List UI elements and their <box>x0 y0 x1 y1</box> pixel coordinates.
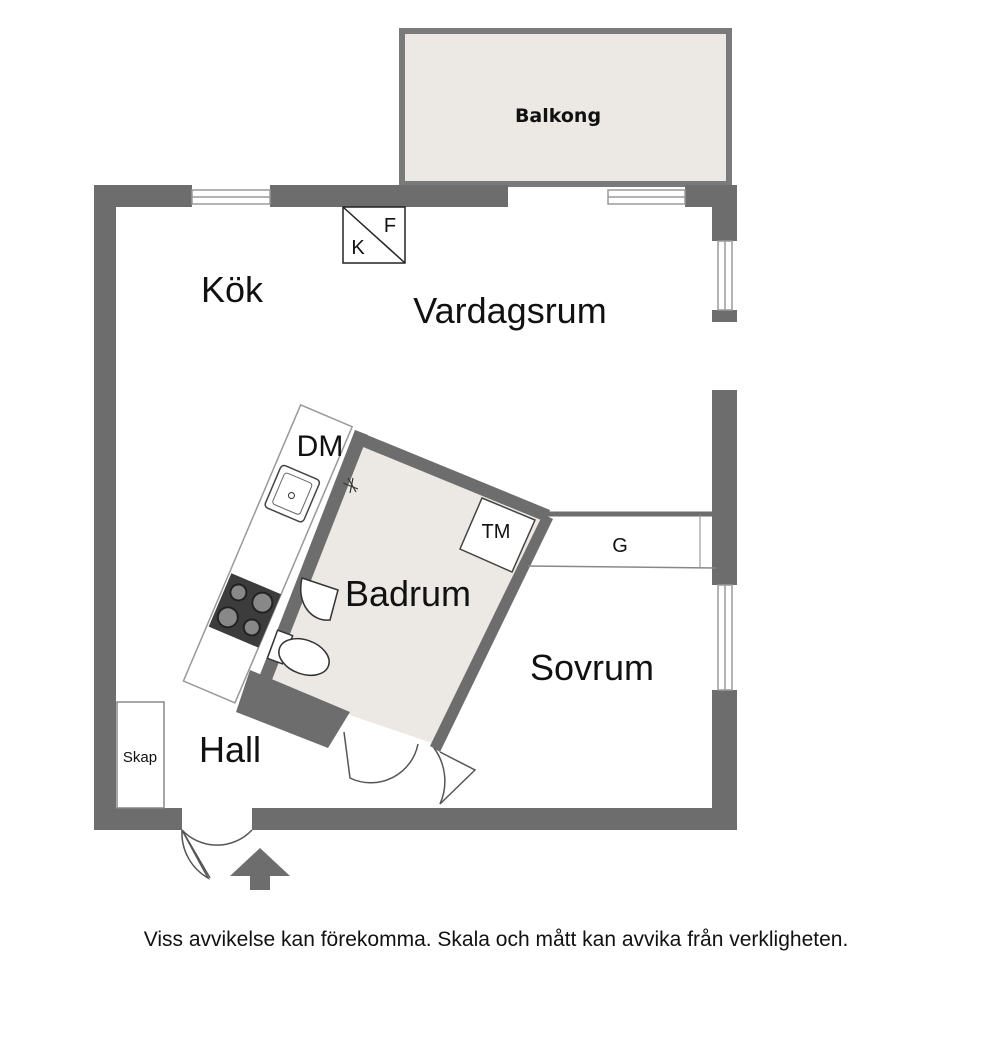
outer-walls <box>94 185 737 830</box>
floor-plan: Balkong Kök Vardagsrum Badrum Sovrum Hal… <box>94 28 737 890</box>
disclaimer-text: Viss avvikelse kan förekomma. Skala och … <box>143 928 849 951</box>
bathroom-label: Badrum <box>345 573 471 614</box>
fridge-label: K <box>351 237 365 259</box>
bathroom <box>236 430 553 752</box>
freezer-label: F <box>384 215 396 237</box>
bedroom-label: Sovrum <box>530 647 654 688</box>
wardrobe <box>527 511 720 569</box>
dishwasher-label: DM <box>297 430 344 463</box>
windows <box>191 189 733 691</box>
shower-icon <box>342 477 359 494</box>
washing-machine-label: TM <box>482 521 511 543</box>
doors <box>181 731 477 880</box>
balcony-label: Balkong <box>515 105 601 127</box>
kitchen-counter <box>182 403 354 704</box>
washing-machine <box>459 497 536 573</box>
kitchen-label: Kök <box>201 269 264 310</box>
sink-icon <box>264 464 321 523</box>
closet-label: Skap <box>123 749 157 766</box>
closet <box>116 701 165 809</box>
living-room-label: Vardagsrum <box>413 290 606 331</box>
hall-label: Hall <box>199 729 261 770</box>
wardrobe-label: G <box>612 535 628 557</box>
balcony <box>399 28 732 187</box>
entrance-arrow-icon <box>230 848 290 890</box>
toilet-icon <box>266 629 330 677</box>
fridge-freezer <box>342 206 406 264</box>
bathroom-sink-icon <box>300 577 339 621</box>
